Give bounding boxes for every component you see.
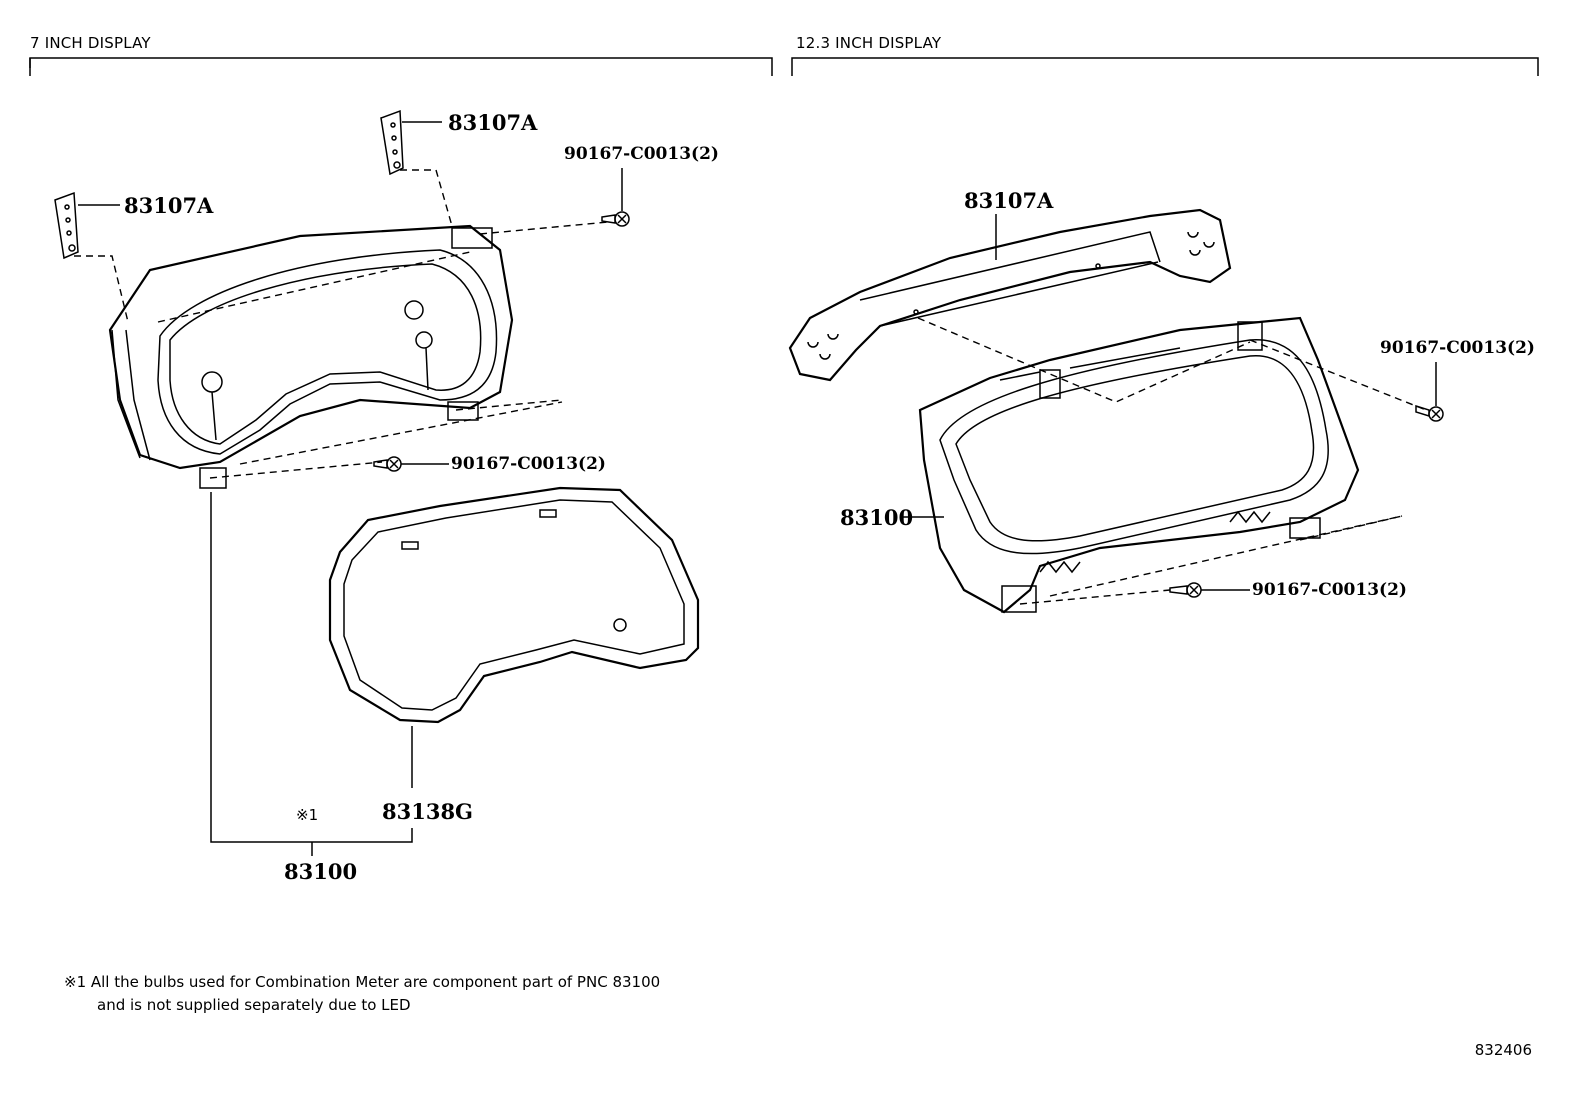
callout-screw-right-top: 90167-C0013(2) [1380, 338, 1535, 358]
leader-83100-tree [210, 492, 413, 843]
footnote: ※1 All the bulbs used for Combination Me… [64, 971, 660, 1017]
screw-right-bottom-drawing [1169, 582, 1250, 598]
callout-83138g: 83138G [382, 799, 473, 824]
lens-83138g-drawing [328, 486, 700, 724]
note-reference-mark: ※1 [296, 806, 319, 824]
section-title-7-inch: 7 INCH DISPLAY [30, 34, 151, 52]
callout-screw-left-top: 90167-C0013(2) [564, 144, 719, 164]
callout-83107a-right: 83107A [964, 188, 1054, 213]
screw-left-bottom-drawing [373, 456, 449, 472]
bracket-83107a-top-drawing [380, 109, 442, 176]
callout-screw-left-bottom: 90167-C0013(2) [451, 454, 606, 474]
callout-screw-right-bottom: 90167-C0013(2) [1252, 580, 1407, 600]
illustration-id: 832406 [1474, 1041, 1532, 1059]
section-bracket-right [791, 57, 1539, 76]
bracket-83107a-left-drawing [54, 191, 120, 260]
meter-7-inch-drawing [108, 224, 514, 489]
section-bracket-left [29, 57, 773, 76]
callout-83107a-left: 83107A [124, 193, 214, 218]
callout-83107a-top: 83107A [448, 110, 538, 135]
screw-left-top-drawing [601, 168, 630, 227]
footnote-line-2: and is not supplied separately due to LE… [97, 996, 411, 1014]
callout-83100-left: 83100 [284, 859, 358, 884]
screw-right-top-drawing [1415, 362, 1444, 422]
bracket-83107a-right-drawing [788, 208, 1232, 382]
section-title-12-3-inch: 12.3 INCH DISPLAY [796, 34, 942, 52]
callout-83100-right: 83100 [840, 505, 914, 530]
meter-12-3-inch-drawing [918, 316, 1360, 614]
footnote-line-1: ※1 All the bulbs used for Combination Me… [64, 973, 661, 991]
